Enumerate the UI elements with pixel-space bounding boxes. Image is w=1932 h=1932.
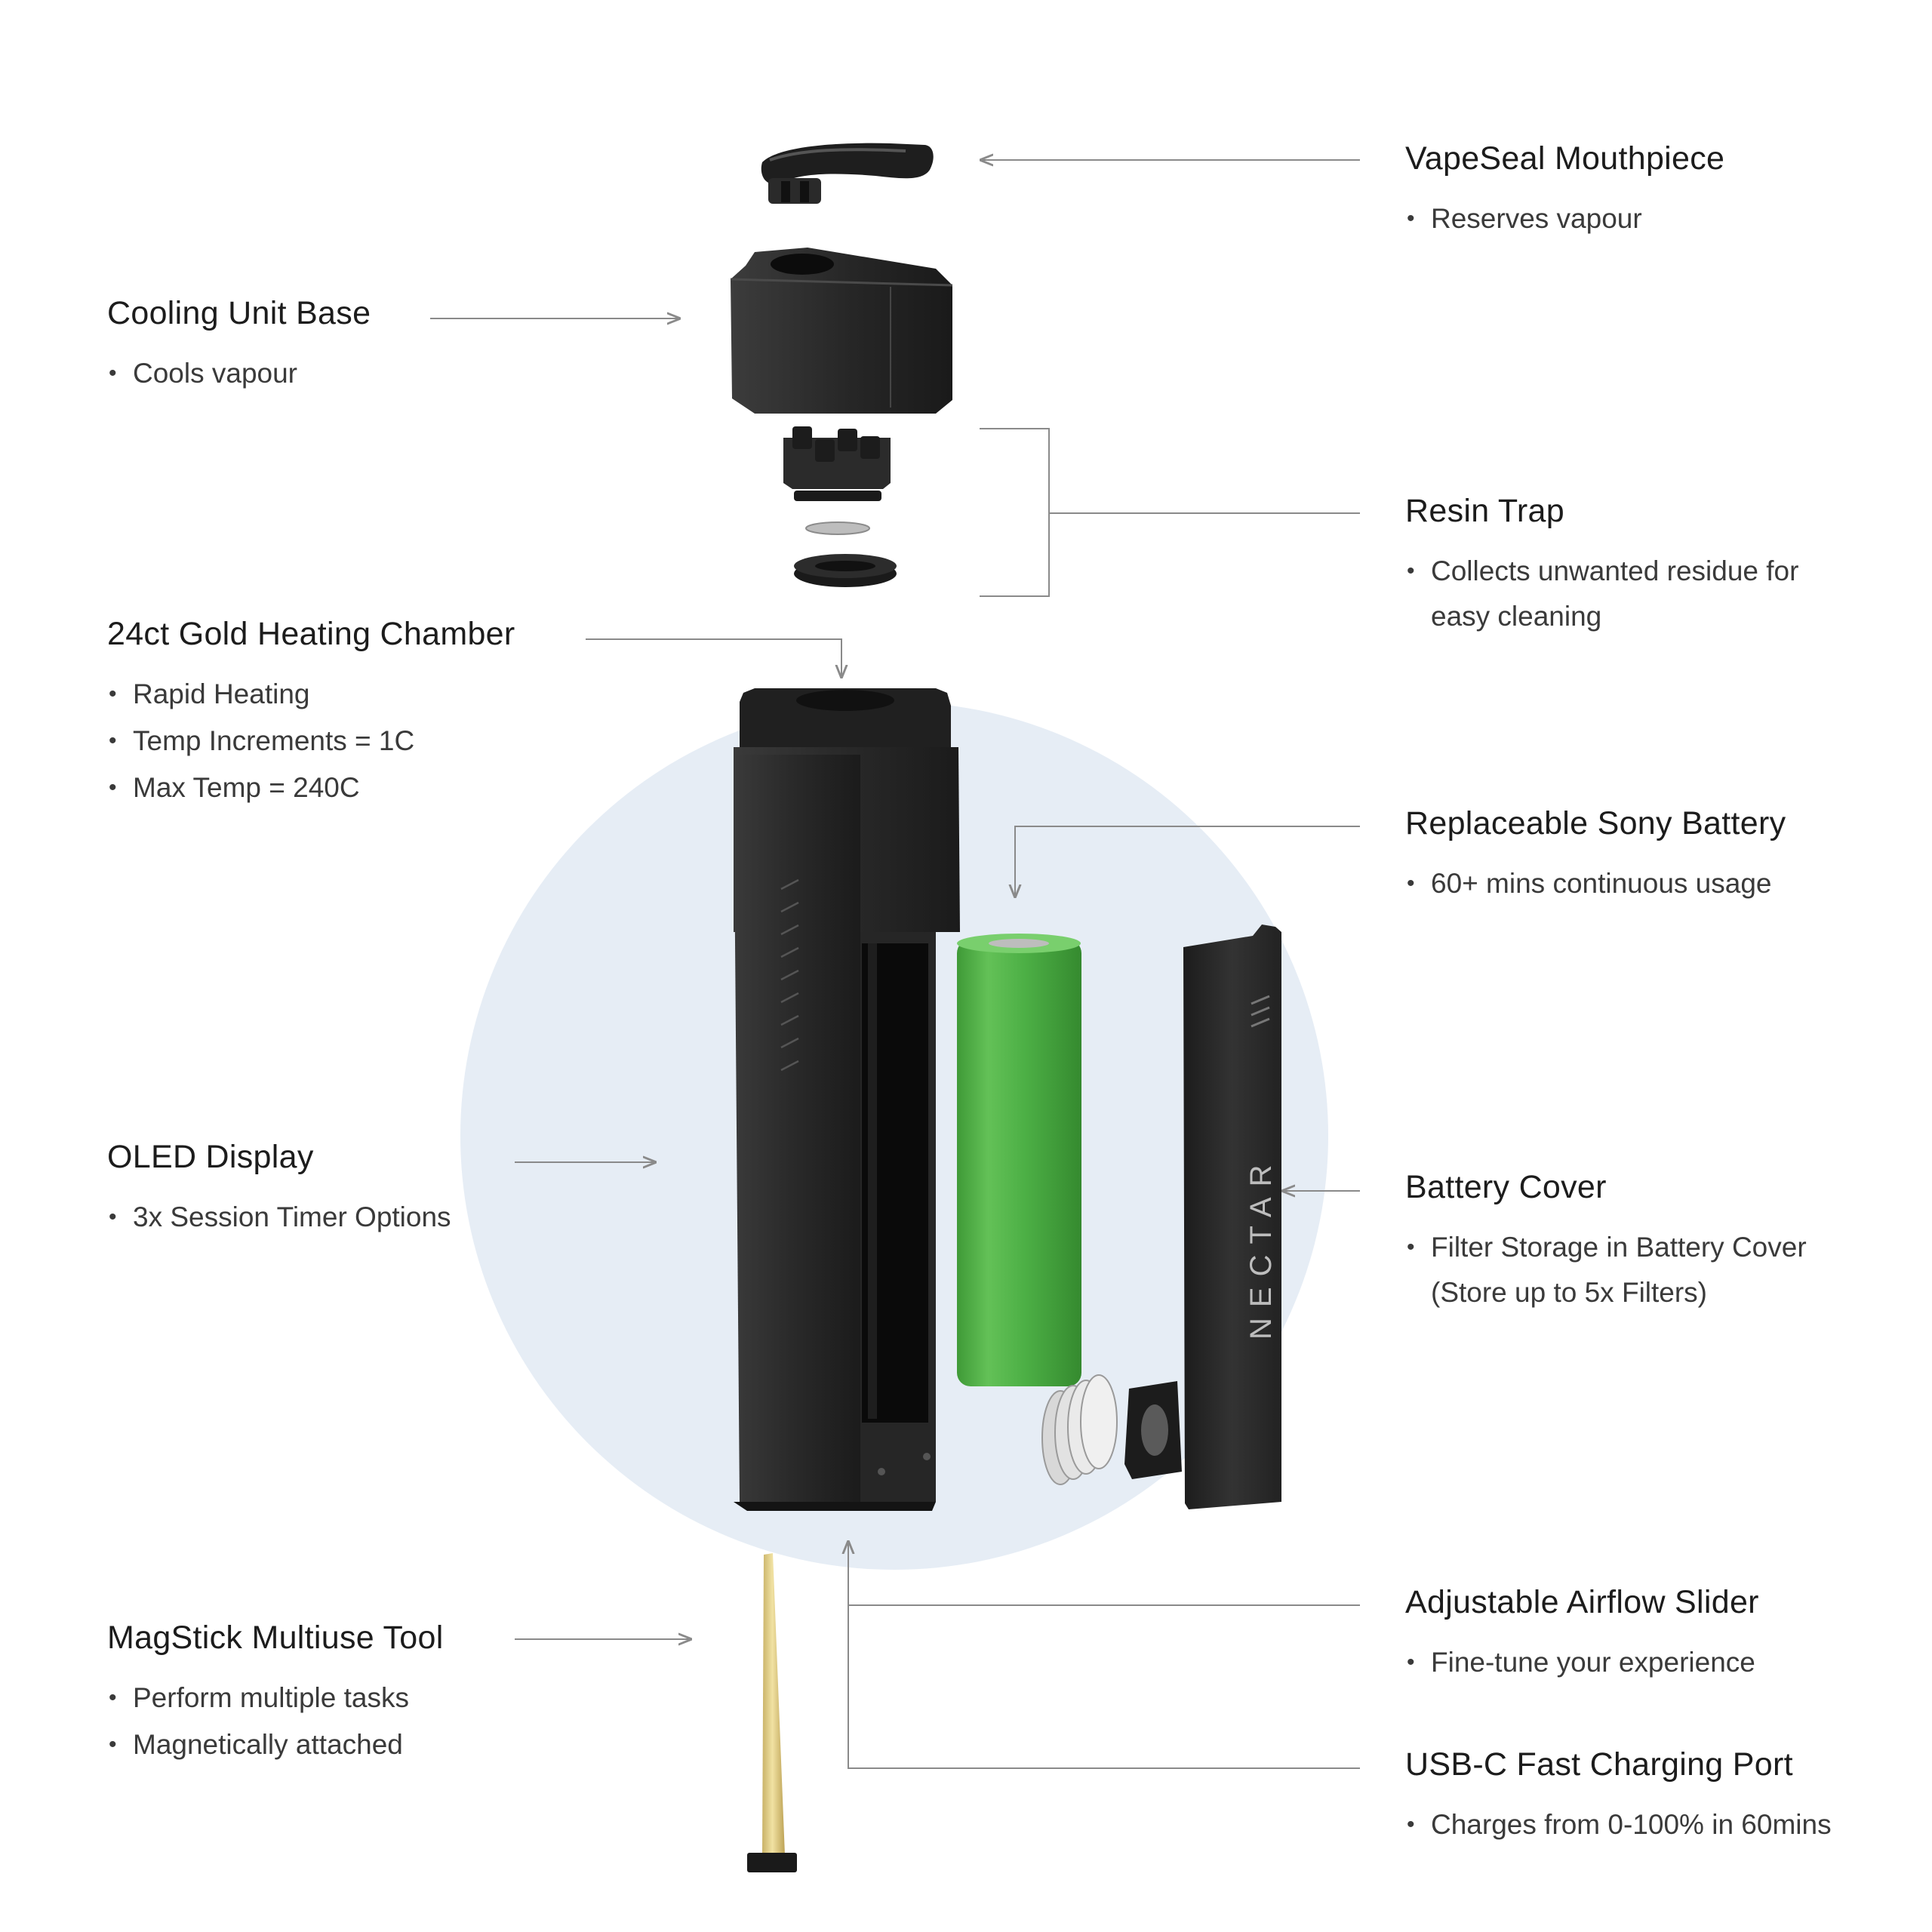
- component-bullet: Fine-tune your experience: [1405, 1639, 1759, 1686]
- bullet-line-2: (Store up to 5x Filters): [1431, 1276, 1708, 1308]
- component-title: VapeSeal Mouthpiece: [1405, 140, 1725, 177]
- magstick-part: [747, 1553, 797, 1872]
- bullet-line-1: Filter Storage in Battery Cover: [1431, 1231, 1807, 1263]
- bullet-line-1: Collects unwanted residue for: [1431, 555, 1799, 586]
- battery-cover-part: NECTAR: [1183, 924, 1281, 1509]
- filter-holder-part: [1124, 1381, 1182, 1479]
- label-magstick-tool: MagStick Multiuse Tool Perform multiple …: [107, 1619, 444, 1768]
- label-battery-cover: Battery Cover Filter Storage in Battery …: [1405, 1168, 1807, 1315]
- component-bullet: Max Temp = 240C: [107, 764, 515, 811]
- label-heating-chamber: 24ct Gold Heating Chamber Rapid Heating …: [107, 615, 515, 811]
- label-vapeseal-mouthpiece: VapeSeal Mouthpiece Reserves vapour: [1405, 140, 1724, 242]
- component-bullet: Rapid Heating: [107, 671, 515, 718]
- cooling-unit-part: [730, 248, 953, 414]
- component-bullet: Filter Storage in Battery Cover (Store u…: [1405, 1224, 1807, 1315]
- component-bullet: Reserves vapour: [1405, 195, 1724, 242]
- bullet-line-2: easy cleaning: [1431, 600, 1602, 632]
- oled-vents: [780, 878, 799, 1072]
- resin-trap-part: [783, 426, 897, 587]
- label-cooling-unit-base: Cooling Unit Base Cools vapour: [107, 294, 371, 397]
- label-oled-display: OLED Display 3x Session Timer Options: [107, 1138, 451, 1241]
- component-bullet: Perform multiple tasks: [107, 1675, 444, 1721]
- label-usbc-port: USB-C Fast Charging Port Charges from 0-…: [1405, 1746, 1832, 1848]
- component-bullet: Cools vapour: [107, 350, 371, 397]
- label-resin-trap: Resin Trap Collects unwanted residue for…: [1405, 492, 1798, 638]
- mouthpiece-part: [761, 143, 934, 204]
- component-bullet: 3x Session Timer Options: [107, 1194, 451, 1241]
- component-title: Resin Trap: [1405, 493, 1564, 529]
- cover-logo: NECTAR: [1244, 1155, 1278, 1340]
- leader-lines: [430, 160, 1360, 1769]
- battery-part: [957, 934, 1081, 1386]
- component-bullet: Temp Increments = 1C: [107, 718, 515, 764]
- component-title: Battery Cover: [1405, 1169, 1607, 1205]
- component-bullet: Charges from 0-100% in 60mins: [1405, 1801, 1832, 1848]
- component-bullet: Magnetically attached: [107, 1721, 444, 1768]
- main-body-part: [734, 688, 960, 1511]
- component-title: OLED Display: [107, 1139, 314, 1175]
- component-title: Replaceable Sony Battery: [1405, 805, 1786, 841]
- component-bullet: 60+ mins continuous usage: [1405, 860, 1786, 907]
- component-title: MagStick Multiuse Tool: [107, 1620, 444, 1656]
- component-title: 24ct Gold Heating Chamber: [107, 616, 515, 652]
- component-title: USB-C Fast Charging Port: [1405, 1746, 1793, 1783]
- component-title: Adjustable Airflow Slider: [1405, 1584, 1759, 1620]
- filters-part: [1041, 1374, 1118, 1485]
- label-airflow-slider: Adjustable Airflow Slider Fine-tune your…: [1405, 1583, 1759, 1686]
- component-title: Cooling Unit Base: [107, 295, 371, 331]
- label-sony-battery: Replaceable Sony Battery 60+ mins contin…: [1405, 804, 1786, 907]
- component-bullet: Collects unwanted residue for easy clean…: [1405, 548, 1798, 638]
